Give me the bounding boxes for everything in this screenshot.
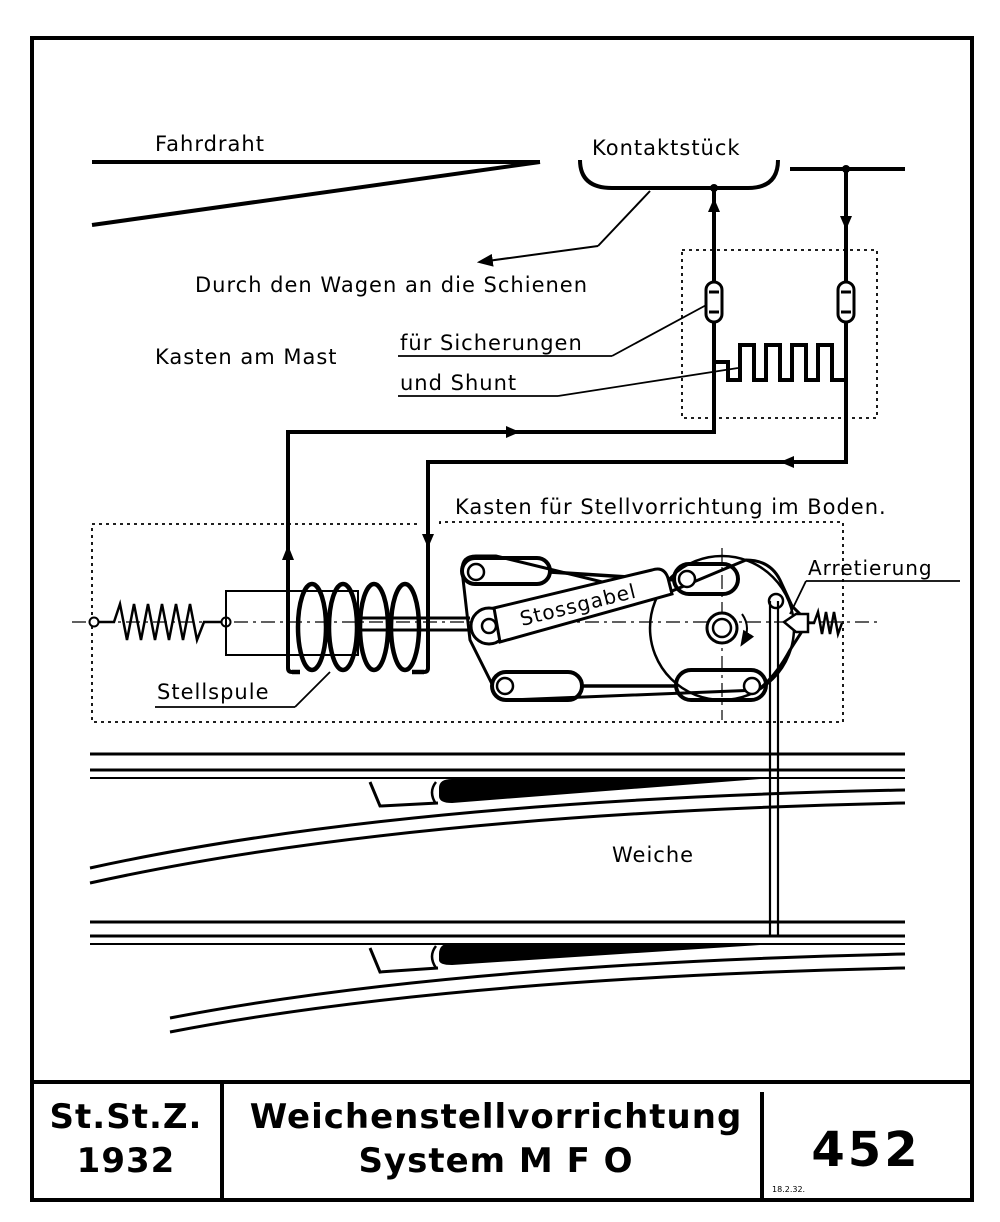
wire-junction-2 <box>842 165 850 173</box>
detent-pawl <box>781 612 810 634</box>
rails-lower <box>90 920 906 1034</box>
title-block-title: Weichenstellvorrichtung <box>250 1097 743 1137</box>
leader-to-rails <box>597 190 651 247</box>
rotation-arrow <box>740 613 755 647</box>
spring-anchor <box>88 616 100 628</box>
fuse-left <box>704 280 724 324</box>
label-fuer-sicherungen: für Sicherungen <box>400 331 583 355</box>
title-block <box>32 1080 972 1200</box>
label-fahrdraht: Fahrdraht <box>155 132 265 156</box>
sheet-number: 452 <box>811 1122 920 1178</box>
label-stellspule: Stellspule <box>157 680 270 704</box>
label-kasten-stellvorrichtung: Kasten für Stellvorrichtung im Boden. <box>455 495 887 519</box>
title-block-series: St.St.Z. <box>50 1097 203 1137</box>
switch-blade-lower <box>439 943 761 966</box>
leader-shunt <box>557 367 739 397</box>
detent-spring <box>808 607 844 639</box>
solenoid-core <box>225 590 359 656</box>
title-block-year: 1932 <box>77 1141 176 1181</box>
label-weiche: Weiche <box>612 843 694 867</box>
leader-arretierung <box>789 580 807 615</box>
label-durch-den-wagen: Durch den Wagen an die Schienen <box>195 273 588 297</box>
blade-pivot-upper <box>430 781 438 805</box>
contact-wire <box>91 159 905 227</box>
leader-fuse <box>611 302 711 357</box>
leader-stellspule <box>294 671 331 708</box>
label-und-shunt: und Shunt <box>400 371 517 395</box>
fuse-right <box>836 280 856 324</box>
label-kasten-am-mast: Kasten am Mast <box>155 345 338 369</box>
outer-border <box>30 36 974 1202</box>
wire-junction <box>710 184 718 192</box>
label-arretierung: Arretierung <box>808 556 933 580</box>
arrowheads <box>282 198 852 560</box>
switch-blade-upper <box>439 777 761 804</box>
coil-windings <box>292 581 424 675</box>
arrow-to-rails <box>476 245 599 267</box>
stossgabel-fork <box>492 567 674 644</box>
return-spring <box>98 599 222 645</box>
rails-upper <box>89 752 906 885</box>
sheet-date: 18.2.32. <box>772 1185 805 1194</box>
title-block-subtitle: System M F O <box>358 1141 633 1181</box>
blade-pivot-lower <box>430 945 438 969</box>
label-kontaktstueck: Kontaktstück <box>592 136 741 160</box>
ground-box <box>91 521 844 723</box>
